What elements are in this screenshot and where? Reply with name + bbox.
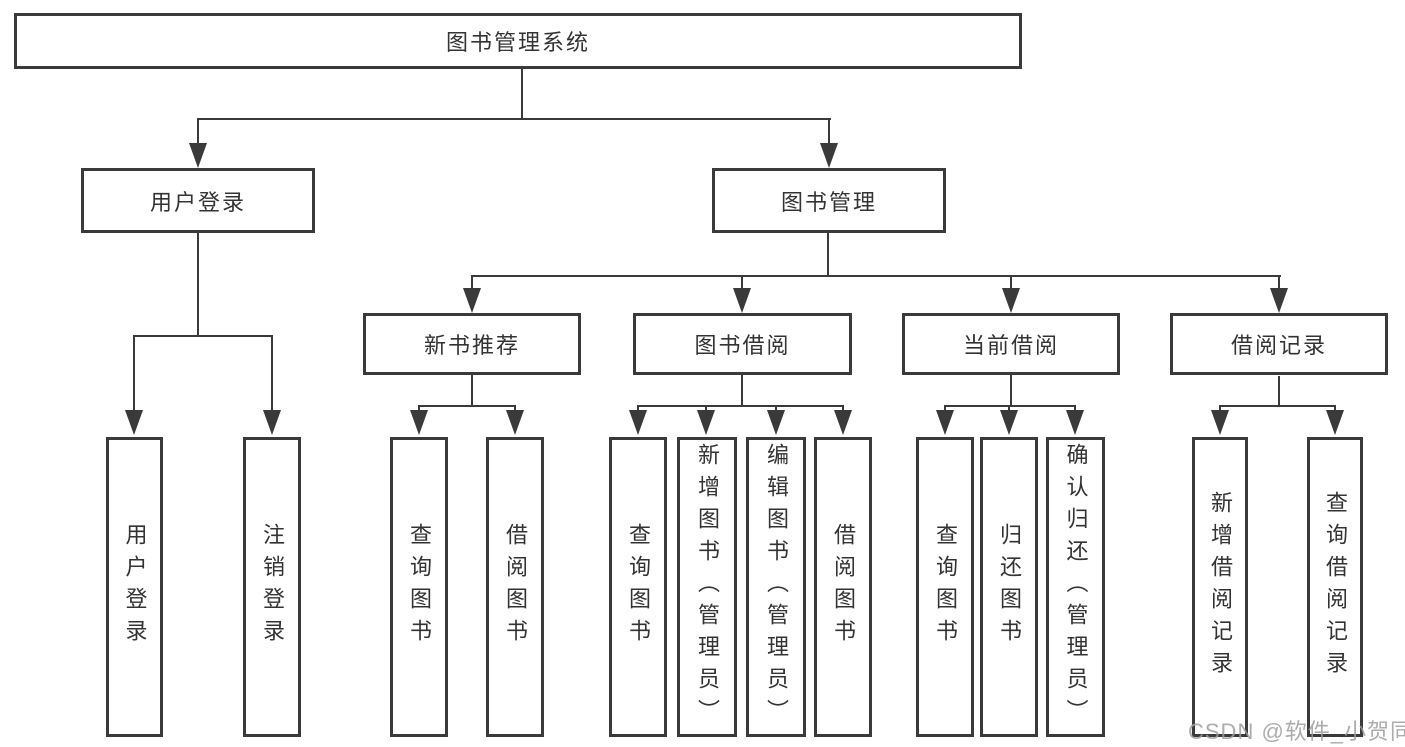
leaf-label: 确认归还（管理员） (1063, 443, 1089, 731)
leaf-label: 借阅图书 (503, 523, 528, 651)
connector-records-bus (1219, 405, 1336, 407)
csdn-watermark: CSDN @软件_小贺同学 (1188, 719, 1405, 744)
leaf-user-login: 用户登录 (106, 437, 163, 737)
leaf-label: 查询借阅记录 (1323, 491, 1348, 683)
node-book-borrowing: 图书借阅 (633, 313, 852, 375)
arrow-down-icon (629, 410, 647, 435)
arrow-down-icon (1326, 410, 1344, 435)
connector-bookmgmt-drop (827, 233, 829, 277)
leaf-label: 新增图书（管理员） (695, 443, 720, 731)
node-borrow-records: 借阅记录 (1170, 313, 1388, 375)
leaf-query-books-current: 查询图书 (916, 437, 974, 737)
connector-level2-bus (197, 118, 831, 120)
leaf-borrow-books-borrowing: 借阅图书 (814, 437, 872, 737)
connector-newbooks-drop (471, 375, 473, 406)
leaf-add-book-admin: 新增图书（管理员） (677, 437, 737, 737)
leaf-label: 借阅图书 (831, 523, 856, 651)
connector-stub (197, 118, 199, 146)
leaf-label: 查询图书 (407, 523, 432, 651)
leaf-return-books: 归还图书 (980, 437, 1038, 737)
arrow-down-icon (1000, 410, 1018, 435)
leaf-label: 查询图书 (626, 523, 651, 651)
leaf-label: 用户登录 (122, 523, 148, 651)
arrow-down-icon (463, 288, 481, 313)
leaf-label: 查询图书 (933, 523, 958, 651)
node-new-book-recommend: 新书推荐 (363, 313, 581, 375)
connector-borrowing-bus (637, 405, 844, 407)
leaf-query-borrow-record: 查询借阅记录 (1307, 437, 1363, 737)
connector-stub (271, 335, 273, 411)
arrow-down-icon (936, 410, 954, 435)
leaf-label: 编辑图书（管理员） (764, 443, 789, 731)
connector-stub (471, 275, 473, 291)
arrow-down-icon (506, 410, 524, 435)
connector-stub (1010, 275, 1012, 291)
connector-stub (133, 335, 135, 411)
connector-records-drop (1278, 376, 1280, 406)
arrow-down-icon (733, 288, 751, 313)
arrow-down-icon (125, 410, 143, 435)
leaf-query-books-newbooks: 查询图书 (390, 437, 448, 737)
connector-newbooks-bus (418, 405, 516, 407)
arrow-down-icon (834, 410, 852, 435)
arrow-down-icon (410, 410, 428, 435)
arrow-down-icon (263, 410, 281, 435)
connector-current-bus (944, 405, 1076, 407)
connector-root-drop (521, 68, 523, 119)
arrow-down-icon (1002, 288, 1020, 313)
connector-userlogin-drop (197, 233, 199, 337)
leaf-label: 归还图书 (997, 523, 1022, 651)
arrow-down-icon (697, 410, 715, 435)
connector-borrowing-drop (741, 375, 743, 406)
node-user-login: 用户登录 (81, 168, 315, 233)
connector-userlogin-bus (133, 335, 273, 337)
leaf-add-borrow-record: 新增借阅记录 (1192, 437, 1248, 737)
arrow-down-icon (767, 410, 785, 435)
connector-stub (1278, 275, 1280, 291)
connector-level3-bus (471, 275, 1281, 277)
node-book-management: 图书管理 (712, 168, 946, 233)
leaf-label: 新增借阅记录 (1208, 491, 1233, 683)
leaf-query-books-borrowing: 查询图书 (609, 437, 667, 737)
leaf-edit-book-admin: 编辑图书（管理员） (746, 437, 806, 737)
node-current-borrowing: 当前借阅 (902, 313, 1120, 375)
arrow-down-icon (1211, 410, 1229, 435)
leaf-label: 注销登录 (260, 523, 285, 651)
arrow-down-icon (189, 143, 207, 168)
arrow-down-icon (1066, 410, 1084, 435)
leaf-logout: 注销登录 (243, 437, 301, 737)
connector-current-drop (1010, 375, 1012, 406)
leaf-confirm-return-admin: 确认归还（管理员） (1046, 437, 1105, 737)
arrow-down-icon (820, 143, 838, 168)
node-root-system: 图书管理系统 (14, 13, 1022, 69)
connector-stub (741, 275, 743, 291)
connector-stub (828, 118, 830, 146)
arrow-down-icon (1270, 288, 1288, 313)
leaf-borrow-books-newbooks: 借阅图书 (486, 437, 544, 737)
